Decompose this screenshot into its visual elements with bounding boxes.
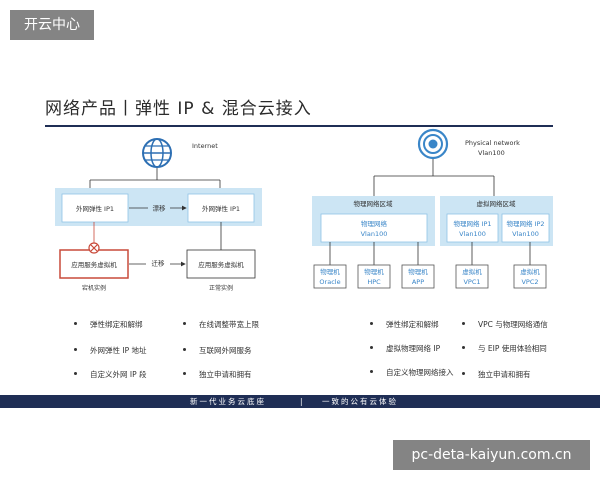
- physical-network-label: Physical network: [465, 139, 520, 147]
- eip-box-2-label: 外网弹性 IP1: [202, 204, 240, 213]
- svg-text:APP: APP: [412, 278, 424, 286]
- svg-text:Oracle: Oracle: [319, 278, 340, 286]
- virtual-ip2-name: 物理网络 IP2: [506, 219, 544, 228]
- failed-vm-box: [59, 249, 129, 279]
- bullet-item: 弹性绑定和解绑: [74, 320, 143, 329]
- bullet-item: VPC 与物理网络通信: [462, 320, 548, 329]
- physical-zone-title: 物理网络区域: [354, 199, 394, 208]
- drift-label-bg: [148, 203, 170, 213]
- bullet-item: 自定义物理网络接入: [370, 368, 454, 377]
- title-divider: [45, 125, 553, 127]
- bullet-item: 外网弹性 IP 地址: [74, 346, 147, 355]
- svg-text:物理机: 物理机: [320, 267, 340, 276]
- virtual-zone-title: 虚拟网络区域: [477, 199, 517, 208]
- footer-divider: |: [300, 397, 305, 406]
- bullet-item: 与 EIP 使用体验相同: [462, 344, 547, 353]
- svg-text:虚拟机: 虚拟机: [520, 267, 540, 276]
- network-target-icon: [417, 128, 449, 160]
- drift-label: 漂移: [153, 204, 167, 213]
- normal-caption: 正常实例: [209, 284, 233, 292]
- machine-vpc1: 虚拟机 VPC1: [455, 264, 489, 289]
- machine-hpc: 物理机 HPC: [357, 264, 391, 289]
- virtual-ip2-box: [501, 213, 550, 243]
- machine-oracle: 物理机 Oracle: [313, 264, 347, 289]
- eip-box-1-label: 外网弹性 IP1: [76, 204, 114, 213]
- bullet-item: 在线调整带宽上限: [183, 320, 259, 329]
- svg-text:VPC2: VPC2: [521, 278, 538, 286]
- migrate-label-bg: [146, 258, 170, 268]
- page-title: 网络产品丨弹性 IP & 混合云接入: [45, 99, 312, 119]
- internet-label: Internet: [192, 142, 218, 150]
- normal-vm-box: [186, 249, 256, 279]
- virtual-ip2-vlan: Vlan100: [512, 230, 539, 238]
- virtual-ip1-name: 物理网络 IP1: [453, 219, 491, 228]
- failed-caption: 宕机实例: [82, 284, 106, 292]
- bullet-item: 独立申请和拥有: [462, 370, 531, 379]
- eip-box-1: [61, 193, 129, 223]
- bullet-item: 虚拟物理网络 IP: [369, 344, 441, 353]
- bullet-item: 互联网外网服务: [183, 346, 252, 355]
- svg-text:VPC1: VPC1: [463, 278, 480, 286]
- svg-text:HPC: HPC: [367, 278, 381, 286]
- watermark-top: 开云中心: [10, 10, 94, 40]
- bullet-item: 独立申请和拥有: [183, 370, 252, 379]
- virtual-ip1-vlan: Vlan100: [459, 230, 486, 238]
- normal-vm-label: 应用服务虚拟机: [198, 260, 244, 269]
- bullet-item: 自定义外网 IP 段: [74, 370, 147, 379]
- globe-icon: [142, 138, 172, 168]
- bullet-item: 弹性绑定和解绑: [370, 320, 439, 329]
- physical-net-name: 物理网络: [361, 219, 388, 228]
- watermark-bottom: pc-deta-kaiyun.com.cn: [393, 440, 590, 470]
- svg-text:物理机: 物理机: [364, 267, 384, 276]
- machine-vpc2: 虚拟机 VPC2: [513, 264, 547, 289]
- footer-left-text: 新一代业务云底座: [190, 397, 266, 406]
- physical-net-vlan: Vlan100: [361, 230, 388, 238]
- failed-vm-label: 应用服务虚拟机: [71, 260, 117, 269]
- svg-text:物理机: 物理机: [408, 267, 428, 276]
- migrate-label: 迁移: [152, 259, 166, 268]
- machine-app: 物理机 APP: [401, 264, 435, 289]
- footer-band: 新一代业务云底座 | 一致的公有云体验: [0, 395, 600, 408]
- error-icon: [88, 242, 100, 254]
- svg-text:虚拟机: 虚拟机: [462, 267, 482, 276]
- eip-box-2: [187, 193, 255, 223]
- physical-network-vlan: Vlan100: [478, 149, 505, 157]
- virtual-ip1-box: [446, 213, 499, 243]
- footer-right-text: 一致的公有云体验: [322, 397, 398, 406]
